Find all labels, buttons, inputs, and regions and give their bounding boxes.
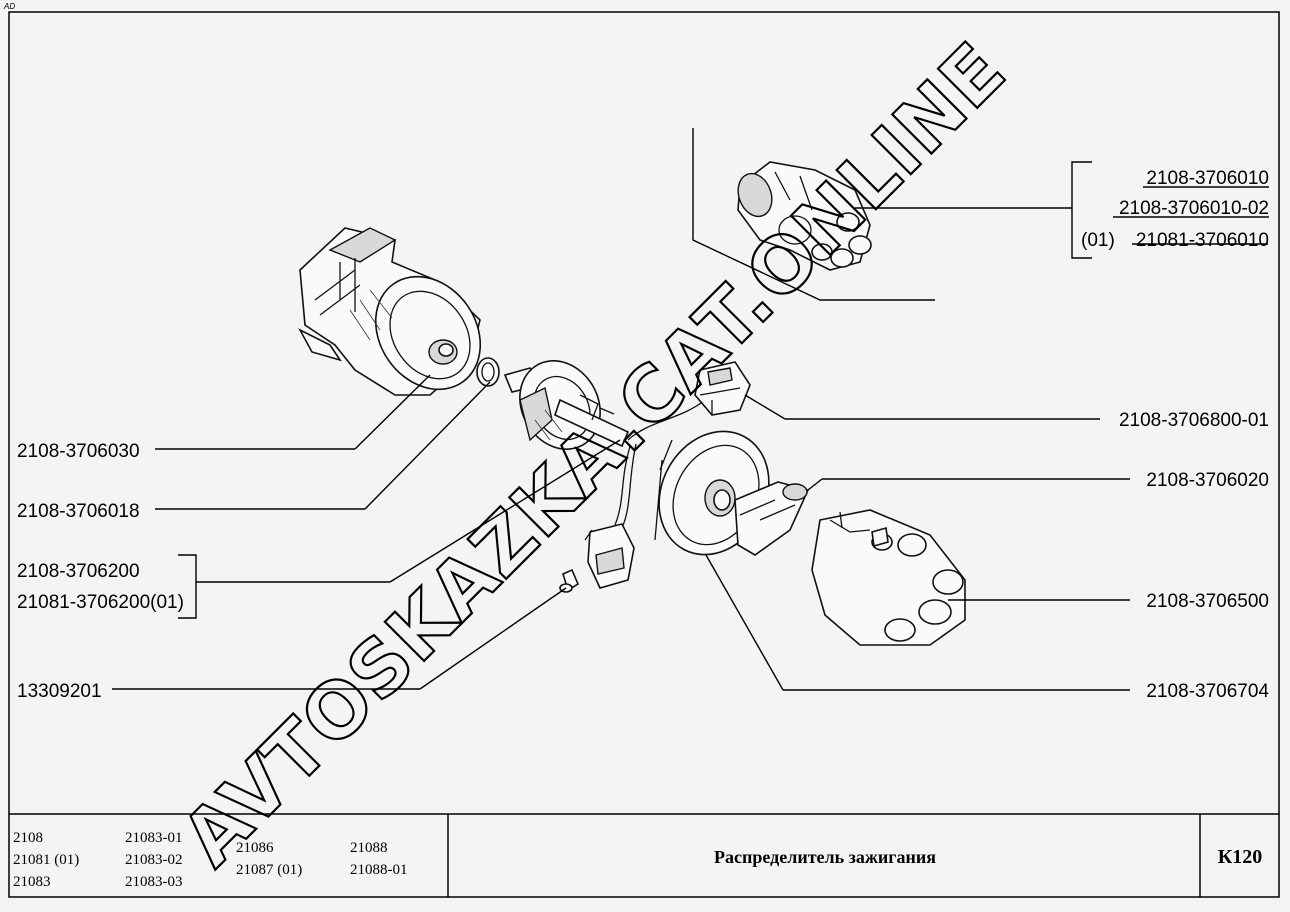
connector-illustration: [694, 361, 751, 416]
screw-illustration: [559, 568, 580, 593]
drawing-frame: [8, 11, 1280, 898]
model-c1-r1: 2108: [13, 830, 43, 846]
label-shaft-assembly: 2108-3706018: [17, 501, 140, 522]
label-screw: 13309201: [17, 681, 102, 702]
o-ring-illustration: [476, 357, 500, 387]
label-housing: 2108-3706030: [17, 441, 140, 462]
hall-sensor-illustration: [584, 523, 635, 589]
label-assembly-1: 2108-3706010: [1146, 168, 1269, 189]
model-c2-r3: 21083-03: [125, 874, 183, 890]
sheet-number: К120: [1218, 846, 1263, 868]
model-c1-r2: 21081 (01): [13, 852, 79, 868]
title-block: 2108 21081 (01) 21083 21083-01 21083-02 …: [13, 830, 1262, 890]
label-assembly-3: 21081-3706010: [1136, 230, 1269, 251]
label-sensor-a: 2108-3706200: [17, 561, 140, 582]
label-screen: 2108-3706704: [1146, 681, 1269, 702]
screen-disk-illustration: [654, 430, 770, 556]
watermark-text: AVTOSKAZKA.CAT.ONLINE: [165, 25, 1023, 883]
assembled-distributor-illustration: [737, 161, 872, 271]
model-c3-r2: 21087 (01): [236, 862, 302, 878]
label-assembly-3-prefix: (01): [1081, 230, 1115, 251]
sensor-cable-illustration: [627, 399, 706, 441]
distributor-cap-illustration: [811, 509, 966, 646]
leader-lines: [112, 128, 1268, 691]
rotor-illustration: [734, 481, 810, 556]
model-c4-r2: 21088-01: [350, 862, 408, 878]
label-rotor: 2108-3706020: [1146, 470, 1269, 491]
label-sensor-b: 21081-3706200(01): [17, 592, 184, 613]
distributor-housing-illustration: [298, 227, 482, 396]
label-assembly-2: 2108-3706010-02: [1119, 198, 1269, 219]
label-connector: 2108-3706800-01: [1119, 410, 1269, 431]
model-c2-r1: 21083-01: [125, 830, 183, 846]
label-cap: 2108-3706500: [1146, 591, 1269, 612]
model-c2-r2: 21083-02: [125, 852, 183, 868]
shaft-assembly-illustration: [503, 360, 630, 450]
model-c4-r1: 21088: [350, 840, 388, 856]
model-c1-r3: 21083: [13, 874, 51, 890]
model-c3-r1: 21086: [236, 840, 274, 856]
corner-mark: AD: [3, 2, 15, 11]
drawing-title: Распределитель зажигания: [714, 847, 936, 867]
